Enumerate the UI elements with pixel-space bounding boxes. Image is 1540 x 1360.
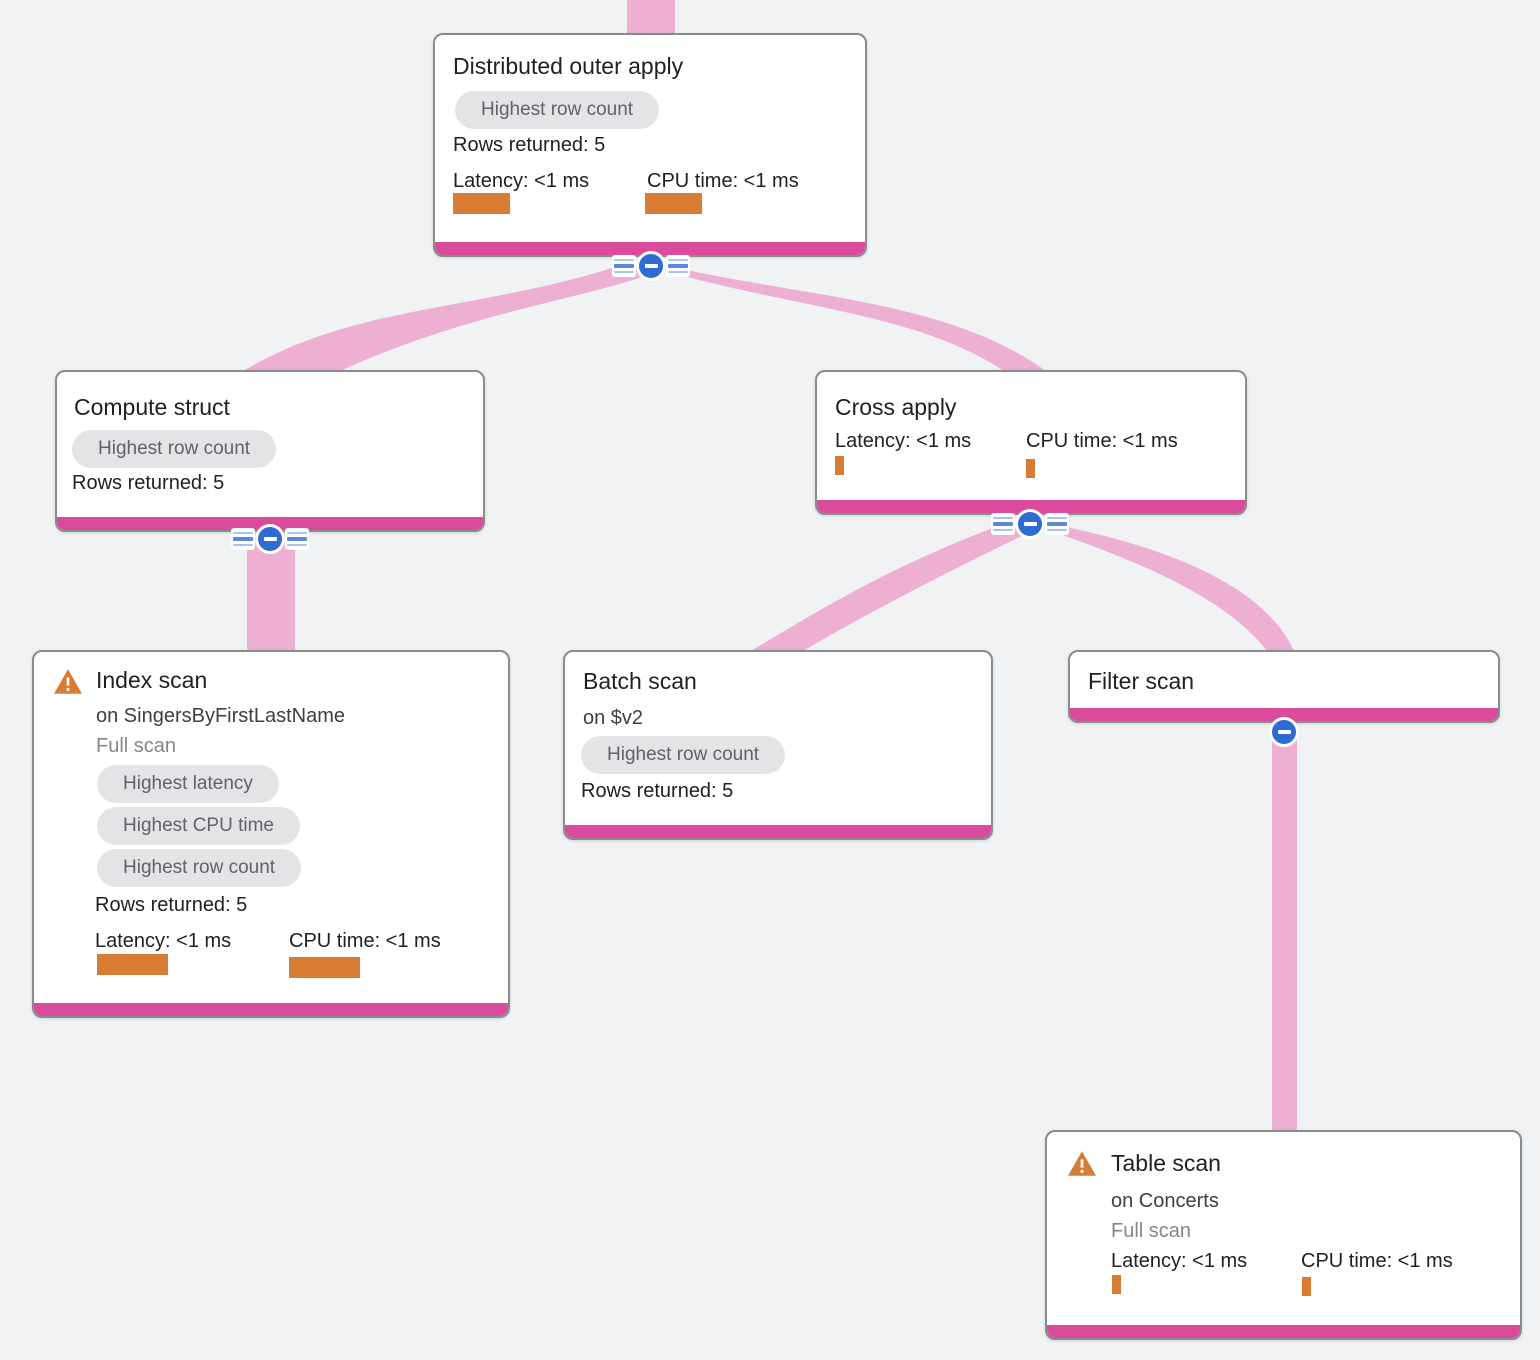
- minus-circle-icon: [255, 524, 285, 554]
- latency-bar: [1112, 1275, 1121, 1294]
- latency-bar: [835, 456, 844, 475]
- rows-returned: Rows returned: 5: [95, 894, 248, 916]
- node-accent-bar: [435, 242, 865, 255]
- node-title: Compute struct: [74, 394, 230, 420]
- node-subtitle: on SingersByFirstLastName: [96, 705, 345, 727]
- cpu-time-bar: [1302, 1277, 1311, 1296]
- edge-cross-to-batch: [751, 527, 1040, 667]
- stripe-lines-icon: [612, 255, 636, 277]
- node-accent-bar: [817, 500, 1245, 513]
- edge-filter-to-table: [1272, 722, 1297, 1135]
- latency-bar: [97, 954, 168, 975]
- stripe-lines-icon: [666, 255, 690, 277]
- minus-circle-icon: [1015, 509, 1045, 539]
- warning-icon: [1068, 1151, 1096, 1176]
- latency-label: Latency: <1 ms: [835, 430, 972, 452]
- collapse-button-distributed-outer-apply[interactable]: [612, 251, 690, 281]
- collapse-button-filter-scan[interactable]: [1269, 717, 1299, 747]
- latency-bar: [453, 193, 510, 214]
- badge-highest-cpu-time: Highest CPU time: [97, 807, 300, 845]
- node-title: Batch scan: [583, 668, 697, 694]
- cpu-time-bar: [1026, 459, 1035, 478]
- stripe-lines-icon: [231, 528, 255, 550]
- rows-returned: Rows returned: 5: [453, 134, 606, 156]
- badge-highest-row-count: Highest row count: [97, 849, 302, 887]
- cpu-time-label: CPU time: <1 ms: [1026, 430, 1178, 452]
- rows-returned: Rows returned: 5: [581, 780, 734, 802]
- node-title: Filter scan: [1088, 668, 1195, 694]
- node-title: Distributed outer apply: [453, 53, 684, 79]
- badge-highest-row-count: Highest row count: [72, 430, 277, 468]
- node-subtitle: on Concerts: [1111, 1190, 1219, 1212]
- scan-type: Full scan: [96, 735, 177, 757]
- latency-label: Latency: <1 ms: [95, 930, 232, 952]
- node-batch-scan[interactable]: Batch scan on $v2 Highest row count Rows…: [563, 650, 993, 840]
- node-distributed-outer-apply[interactable]: Distributed outer apply Highest row coun…: [433, 33, 867, 257]
- node-cross-apply[interactable]: Cross apply Latency: <1 ms CPU time: <1 …: [815, 370, 1247, 515]
- edge-distributed-to-cross: [655, 268, 1046, 371]
- node-title: Index scan: [96, 667, 208, 693]
- node-title: Cross apply: [835, 394, 957, 420]
- node-accent-bar: [34, 1003, 508, 1016]
- node-compute-struct[interactable]: Compute struct Highest row count Rows re…: [55, 370, 485, 532]
- latency-label: Latency: <1 ms: [1111, 1250, 1248, 1272]
- cpu-time-bar: [289, 957, 360, 978]
- node-table-scan[interactable]: Table scan on Concerts Full scan Latency…: [1045, 1130, 1522, 1340]
- node-accent-bar: [1070, 708, 1498, 721]
- badge-highest-latency: Highest latency: [97, 765, 279, 803]
- node-accent-bar: [565, 825, 991, 838]
- cpu-time-label: CPU time: <1 ms: [647, 170, 799, 192]
- node-title: Table scan: [1111, 1150, 1221, 1176]
- edge-cross-to-filter: [1040, 527, 1294, 651]
- cpu-time-label: CPU time: <1 ms: [289, 930, 441, 952]
- node-accent-bar: [57, 517, 483, 530]
- stripe-lines-icon: [991, 513, 1015, 535]
- latency-label: Latency: <1 ms: [453, 170, 590, 192]
- node-index-scan[interactable]: Index scan on SingersByFirstLastName Ful…: [32, 650, 510, 1018]
- badge-highest-row-count: Highest row count: [581, 736, 786, 774]
- minus-circle-icon: [1269, 717, 1299, 747]
- cpu-time-label: CPU time: <1 ms: [1301, 1250, 1453, 1272]
- edge-distributed-to-compute: [243, 268, 667, 390]
- node-subtitle: on $v2: [583, 707, 644, 729]
- edge-compute-to-index: [247, 533, 295, 655]
- scan-type: Full scan: [1111, 1220, 1192, 1242]
- stripe-lines-icon: [285, 528, 309, 550]
- rows-returned: Rows returned: 5: [72, 472, 225, 494]
- stripe-lines-icon: [1045, 513, 1069, 535]
- collapse-button-cross-apply[interactable]: [991, 509, 1069, 539]
- warning-icon: [54, 669, 82, 694]
- node-accent-bar: [1047, 1325, 1520, 1338]
- node-filter-scan[interactable]: Filter scan: [1068, 650, 1500, 723]
- minus-circle-icon: [636, 251, 666, 281]
- collapse-button-compute-struct[interactable]: [231, 524, 309, 554]
- cpu-time-bar: [645, 193, 702, 214]
- badge-highest-row-count: Highest row count: [455, 91, 660, 129]
